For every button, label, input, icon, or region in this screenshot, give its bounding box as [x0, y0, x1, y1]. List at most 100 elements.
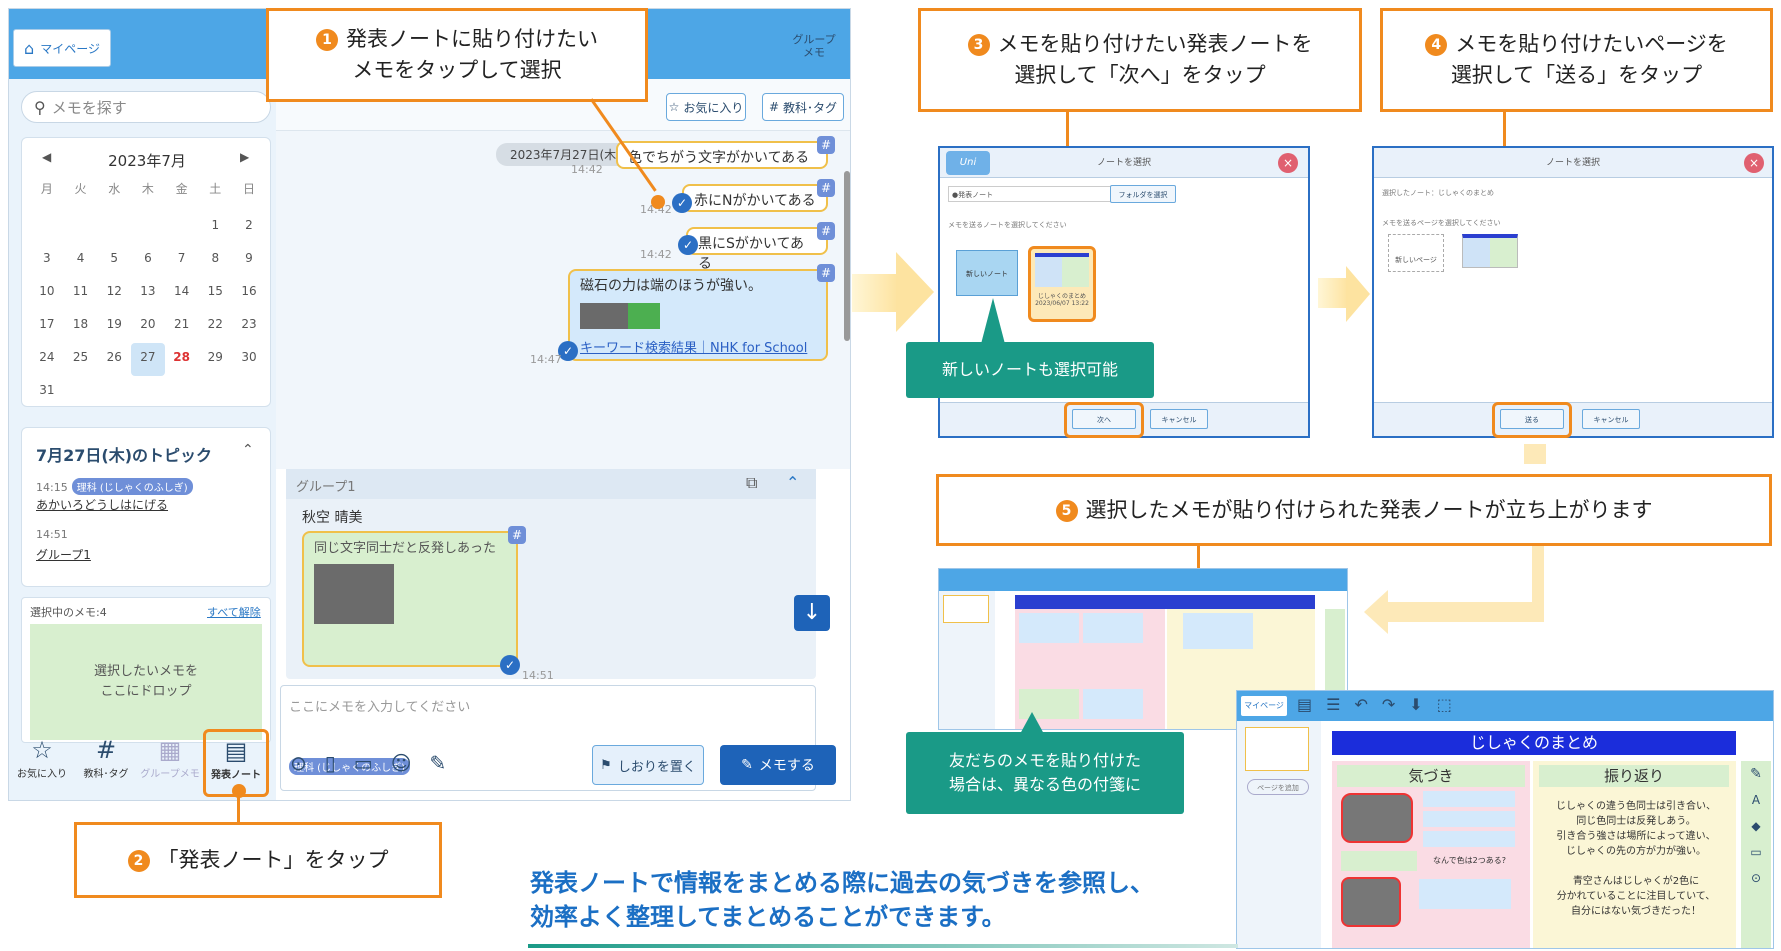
calendar-day[interactable]: 23: [241, 317, 257, 331]
emoji-icon[interactable]: ☺: [390, 751, 430, 775]
calendar-day[interactable]: 22: [207, 317, 223, 331]
memo-submit-button[interactable]: ✎メモする: [720, 745, 836, 785]
search-input[interactable]: ⚲ メモを探す: [21, 91, 271, 123]
calendar-day[interactable]: 19: [106, 317, 122, 331]
calendar-day[interactable]: 24: [39, 350, 55, 364]
favorites-nav-button[interactable]: ☆お気に入り: [11, 735, 73, 795]
frame-icon[interactable]: ⬚: [1436, 695, 1466, 714]
menu-icon[interactable]: ☰: [1326, 695, 1355, 714]
new-note-tile[interactable]: 新しいノート: [956, 250, 1018, 296]
group-memo-nav-button[interactable]: ▦グループメモ: [139, 735, 201, 795]
calendar-day[interactable]: 27: [131, 343, 165, 376]
page-thumb[interactable]: [1245, 727, 1309, 771]
memo-card[interactable]: 色でちがう文字がかいてある: [616, 141, 828, 169]
next-month-icon[interactable]: ▶: [240, 150, 250, 164]
magnet-photo[interactable]: [1341, 793, 1413, 843]
calendar-day[interactable]: 4: [76, 251, 85, 265]
subject-tag-filter-button[interactable]: #教科･タグ: [762, 93, 844, 121]
note-tile-selected[interactable]: じしゃくのまとめ 2023/06/07 13:22: [1028, 246, 1096, 322]
calendar-day[interactable]: 29: [207, 350, 223, 364]
calendar-day[interactable]: 18: [72, 317, 89, 331]
redo-icon[interactable]: ↷: [1381, 695, 1410, 714]
calendar-day[interactable]: 28: [173, 350, 190, 364]
calendar-day[interactable]: 5: [110, 251, 119, 265]
selected-check-icon[interactable]: ✓: [500, 655, 520, 675]
send-button[interactable]: 送る: [1500, 409, 1564, 429]
open-external-icon[interactable]: ⧉: [746, 473, 758, 492]
friend-sticky-note[interactable]: [1341, 851, 1417, 871]
prev-month-icon[interactable]: ◀: [42, 150, 52, 164]
calendar-day[interactable]: 10: [39, 284, 55, 298]
calendar-day[interactable]: 30: [241, 350, 257, 364]
calendar-day[interactable]: 12: [106, 284, 122, 298]
folder-select-button[interactable]: フォルダを選択: [1110, 185, 1176, 203]
pen-icon[interactable]: ✎: [1750, 766, 1762, 782]
cancel-button[interactable]: キャンセル: [1582, 409, 1640, 429]
sticky-note[interactable]: [1083, 613, 1143, 643]
material-icon[interactable]: ▭: [1750, 845, 1762, 859]
close-icon[interactable]: ×: [1744, 153, 1764, 173]
page-thumbnail[interactable]: [1462, 234, 1518, 268]
calendar-day[interactable]: 2: [245, 218, 253, 232]
calendar-day[interactable]: 26: [106, 350, 122, 364]
calendar-day[interactable]: 9: [245, 251, 253, 265]
sticky-note[interactable]: [1419, 879, 1511, 909]
camera-icon[interactable]: ⊙: [1750, 871, 1762, 885]
topic-item-link[interactable]: グループ1: [36, 548, 91, 562]
eraser-icon[interactable]: ◆: [1751, 819, 1761, 833]
hashtag-icon[interactable]: #: [508, 526, 526, 544]
calendar-day[interactable]: 6: [144, 251, 152, 265]
scrollbar[interactable]: [844, 171, 850, 341]
memo-card-with-link[interactable]: 磁石の力は端のほうが強い。 キーワード検索結果｜NHK for School: [568, 269, 828, 361]
camera-icon[interactable]: ⊙: [290, 751, 325, 775]
drop-zone[interactable]: 選択したいメモを ここにドロップ: [30, 624, 262, 740]
hashtag-icon[interactable]: #: [817, 222, 835, 240]
mypage-button[interactable]: マイページ: [1241, 696, 1287, 716]
calendar-day[interactable]: 8: [211, 251, 220, 265]
selected-check-icon[interactable]: ✓: [678, 235, 698, 255]
subject-tag-nav-button[interactable]: #教科･タグ: [75, 735, 137, 795]
calendar-day[interactable]: 14: [173, 284, 190, 298]
memo-card[interactable]: 黒にSがかいてある: [686, 227, 828, 272]
page-thumb[interactable]: [943, 595, 989, 623]
select-icon[interactable]: ⬇: [1409, 695, 1437, 714]
bookmark-button[interactable]: ⚑しおりを置く: [592, 745, 704, 785]
clipboard-icon[interactable]: ▯: [324, 751, 354, 775]
pen-icon[interactable]: ✎: [429, 751, 465, 775]
nhk-link[interactable]: キーワード検索結果｜NHK for School: [580, 341, 808, 356]
topic-item-link[interactable]: あかいろどうしはにげる: [36, 498, 169, 512]
note-type-select[interactable]: ●発表ノート: [948, 186, 1114, 202]
calendar-day[interactable]: 21: [173, 317, 190, 331]
calendar-day[interactable]: 25: [72, 350, 89, 364]
calendar-day[interactable]: 16: [241, 284, 257, 298]
calendar-day[interactable]: 15: [207, 284, 223, 298]
sticky-note[interactable]: [1423, 791, 1515, 807]
memo-card[interactable]: 赤にNがかいてある: [682, 184, 828, 212]
subject-tag[interactable]: 理科 (じしゃくのふしぎ): [289, 756, 410, 775]
hashtag-icon[interactable]: #: [817, 136, 835, 154]
group-memo-toggle[interactable]: グループ メモ: [792, 33, 836, 59]
text-icon[interactable]: A: [1751, 793, 1761, 807]
sticky-note[interactable]: [1083, 689, 1143, 719]
calendar-day[interactable]: 11: [72, 284, 89, 298]
undo-icon[interactable]: ↶: [1354, 695, 1382, 714]
group-memo-card[interactable]: 同じ文字同士だと反発しあった: [302, 531, 518, 667]
calendar-day[interactable]: 13: [140, 284, 156, 298]
calendar-day[interactable]: 7: [177, 251, 186, 265]
calendar-day[interactable]: 3: [43, 251, 51, 265]
calendar-day[interactable]: 17: [39, 317, 55, 331]
file-icon[interactable]: ▭: [353, 751, 391, 775]
magnet-photo-2[interactable]: [1341, 877, 1401, 927]
clear-all-link[interactable]: すべて解除: [207, 606, 261, 619]
calendar-day[interactable]: 31: [39, 383, 55, 397]
add-page-button[interactable]: ページを追加: [1247, 779, 1309, 795]
close-icon[interactable]: ×: [1278, 153, 1298, 173]
collapse-caret-icon[interactable]: ⌃: [242, 442, 254, 458]
next-button[interactable]: 次へ: [1072, 409, 1136, 429]
sticky-note[interactable]: [1423, 811, 1515, 827]
selected-check-icon[interactable]: ✓: [672, 193, 692, 213]
layout-icon[interactable]: ▤: [1297, 695, 1327, 714]
new-page-tile[interactable]: 新しいページ: [1388, 234, 1444, 272]
sticky-note[interactable]: [1183, 613, 1253, 649]
favorite-filter-button[interactable]: ☆お気に入り: [666, 93, 746, 121]
